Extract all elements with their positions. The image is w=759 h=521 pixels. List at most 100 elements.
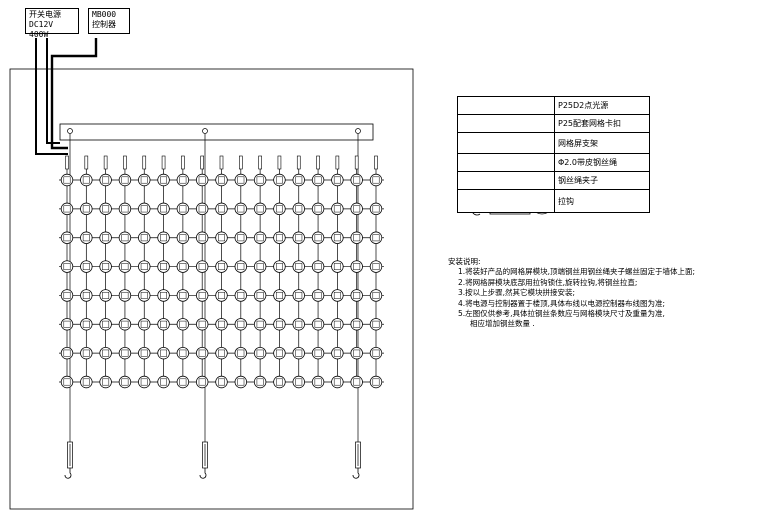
point-light [99, 202, 112, 216]
legend-row: 钢丝绳夹子 [457, 171, 650, 190]
point-light [138, 346, 151, 360]
point-light-core [314, 263, 322, 271]
legend-row: P25D2点光源 [457, 96, 650, 115]
point-light [292, 318, 305, 331]
point-light-core [295, 234, 303, 242]
point-light [60, 318, 74, 331]
point-light-core [198, 291, 206, 299]
point-light [234, 260, 248, 273]
point-light-core [121, 349, 129, 357]
point-light-core [102, 205, 110, 213]
point-light [99, 173, 112, 187]
ground-hook [64, 468, 72, 479]
point-light [176, 318, 190, 331]
legend-table: P25D2点光源 P25配套网格卡扣 网格屏支架 Φ2.0带皮钢丝绳 钢丝绳夹子… [457, 96, 650, 213]
point-light-core [102, 291, 110, 299]
point-light [331, 202, 344, 216]
point-light [138, 318, 151, 331]
point-light [157, 231, 170, 244]
wall-frame [9, 68, 414, 510]
point-light-core [295, 349, 303, 357]
point-light-core [275, 349, 283, 357]
point-light-core [102, 263, 110, 271]
strand-connector [277, 155, 282, 170]
point-light-core [237, 176, 245, 184]
point-light [331, 346, 344, 360]
point-light-core [121, 234, 129, 242]
point-light-core [82, 378, 90, 386]
point-light [234, 346, 248, 360]
point-light [253, 231, 267, 244]
point-light-core [218, 205, 225, 213]
point-light-core [198, 378, 206, 386]
point-light-core [333, 263, 341, 271]
point-light [369, 202, 383, 216]
point-light [157, 173, 170, 187]
point-light-core [237, 349, 245, 357]
strand-connector [200, 155, 204, 170]
legend-label: 拉钩 [554, 189, 650, 213]
point-light [311, 231, 325, 244]
point-light-core [63, 349, 71, 357]
point-light-core [160, 234, 168, 242]
point-light-core [160, 176, 168, 184]
point-light [195, 289, 209, 302]
note-item: 2.将网格屏模块底部用拉钩锁住,旋转拉钩,将钢丝拉直; [458, 277, 638, 287]
point-light-core [140, 349, 148, 357]
point-light [138, 202, 151, 216]
legend-row: 网格屏支架 [457, 132, 650, 154]
point-light-core [275, 176, 283, 184]
point-light-core [333, 176, 341, 184]
point-light [176, 173, 190, 187]
point-light-core [140, 263, 148, 271]
point-light-core [160, 378, 168, 386]
note-item: 1.将装好产品的网格屏模块,顶端钢丝用钢丝绳夹子螺丝固定于墙体上面; [458, 267, 696, 277]
point-light-core [198, 349, 206, 357]
point-light-core [82, 176, 90, 184]
point-light-core [160, 320, 168, 328]
point-light [60, 289, 74, 302]
point-light [234, 202, 248, 216]
strand-connector [335, 155, 340, 170]
point-light-core [295, 176, 303, 184]
point-light [80, 346, 93, 360]
point-light-core [160, 205, 168, 213]
point-light [273, 202, 286, 216]
point-light-core [333, 320, 341, 328]
controller-cable [50, 38, 98, 150]
controller-box: MB000 控制器 [88, 8, 130, 34]
mounting-beam [59, 123, 374, 141]
point-light [176, 375, 190, 389]
point-light-core [63, 378, 71, 386]
point-light-core [314, 349, 322, 357]
point-light-core [82, 320, 90, 328]
point-light-core [218, 291, 225, 299]
point-light [118, 231, 132, 244]
point-light [138, 260, 151, 273]
note-item: 4.将电源与控制器置于楼顶,具体布线以电源控制器布线图为准; [458, 298, 666, 308]
led-grid [59, 155, 384, 389]
point-light [253, 202, 267, 216]
power-supply-title: 开关电源 [29, 10, 61, 19]
anchor-ring [355, 128, 361, 134]
point-light [350, 260, 363, 273]
point-light [195, 346, 209, 360]
point-light [273, 231, 286, 244]
note-continuation: 相应增加钢丝数量 . [470, 319, 535, 329]
point-light-core [82, 205, 90, 213]
ground-hook [352, 468, 360, 479]
point-light [292, 260, 305, 273]
point-light-core [295, 263, 303, 271]
point-light [273, 289, 286, 302]
point-light-core [237, 263, 245, 271]
point-light [60, 346, 74, 360]
point-light [234, 318, 248, 331]
point-light-core [333, 291, 341, 299]
point-light-core [256, 205, 264, 213]
point-light-core [82, 349, 90, 357]
point-light-core [295, 205, 303, 213]
point-light [138, 173, 151, 187]
point-light-core [218, 349, 225, 357]
strand-connector [374, 155, 378, 170]
